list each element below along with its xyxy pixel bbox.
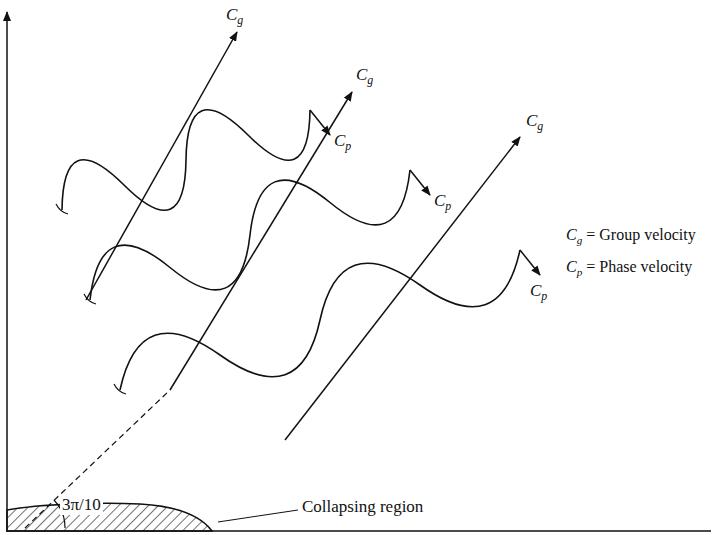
crest-tick	[56, 204, 68, 214]
crest-tick	[114, 384, 126, 394]
crest-tick	[84, 294, 96, 304]
vertical-axis	[6, 12, 8, 532]
group-ray	[285, 137, 520, 440]
velocity-symbol: Cg	[526, 112, 543, 133]
group-ray	[170, 92, 352, 390]
velocity-symbol: Cp	[334, 132, 351, 153]
angle-label: 3π/10	[60, 496, 103, 515]
legend-entry: Cg = Group velocity	[566, 226, 696, 246]
phase-arrow	[310, 110, 330, 135]
velocity-symbol: Cp	[434, 192, 451, 213]
wave-crest	[120, 250, 520, 390]
leader-line	[218, 510, 298, 522]
wave-crest	[62, 110, 310, 211]
wave-crest	[90, 170, 410, 300]
region-label: Collapsing region	[302, 498, 423, 517]
collapsing-region	[7, 503, 212, 531]
velocity-symbol: Cg	[356, 66, 373, 87]
group-ray	[86, 32, 237, 300]
dashed-ray	[25, 390, 170, 528]
phase-arrow	[520, 250, 540, 275]
velocity-symbol: Cp	[530, 282, 547, 303]
legend-entry: Cp = Phase velocity	[566, 258, 692, 278]
phase-arrow	[410, 170, 430, 195]
velocity-symbol: Cg	[226, 6, 243, 27]
